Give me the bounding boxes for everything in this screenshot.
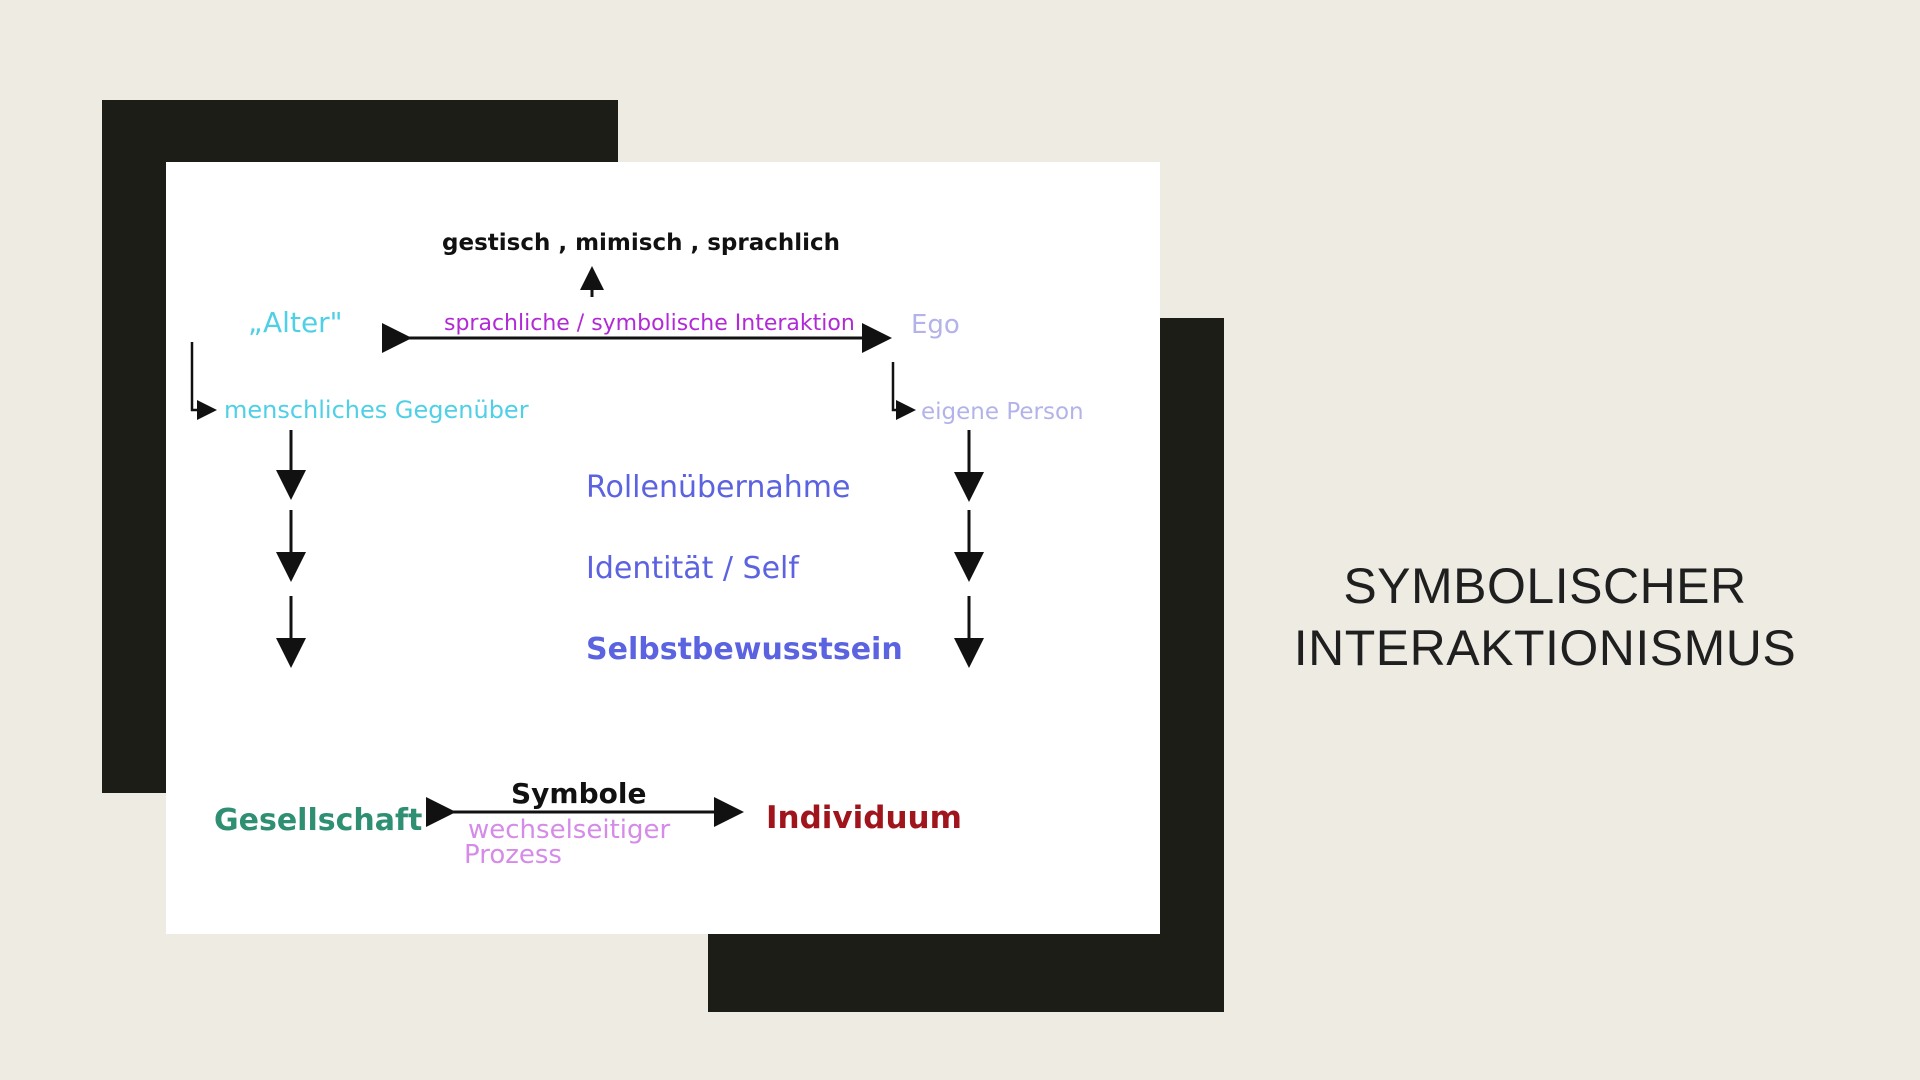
- slide-title-line-1: SYMBOLISCHER: [1343, 558, 1747, 614]
- slide-title-line-2: INTERAKTIONISMUS: [1293, 620, 1797, 676]
- symbols-label: Symbole: [511, 777, 646, 810]
- society-label: Gesellschaft: [214, 803, 422, 838]
- slide-title: SYMBOLISCHER INTERAKTIONISMUS: [1260, 555, 1830, 679]
- step-self-awareness: Selbstbewusstsein: [586, 632, 903, 667]
- diagram-card: gestisch , mimisch , sprachlich „Alter" …: [166, 162, 1160, 934]
- top-note: gestisch , mimisch , sprachlich: [442, 230, 840, 256]
- alter-sub-label: menschliches Gegenüber: [224, 396, 529, 424]
- step-identity: Identität / Self: [586, 551, 800, 586]
- ego-label: Ego: [911, 310, 960, 340]
- individual-label: Individuum: [766, 800, 962, 836]
- step-role-taking: Rollenübernahme: [586, 470, 850, 505]
- process-line-2: Prozess: [464, 840, 562, 870]
- diagram: gestisch , mimisch , sprachlich „Alter" …: [190, 230, 1084, 870]
- alter-label: „Alter": [248, 306, 343, 339]
- ego-sub-label: eigene Person: [921, 399, 1084, 425]
- process-line-1: wechselseitiger: [468, 815, 670, 845]
- ego-bent-arrow: [891, 362, 916, 420]
- alter-bent-arrow: [190, 342, 217, 420]
- interaction-label: sprachliche / symbolische Interaktion: [444, 311, 855, 336]
